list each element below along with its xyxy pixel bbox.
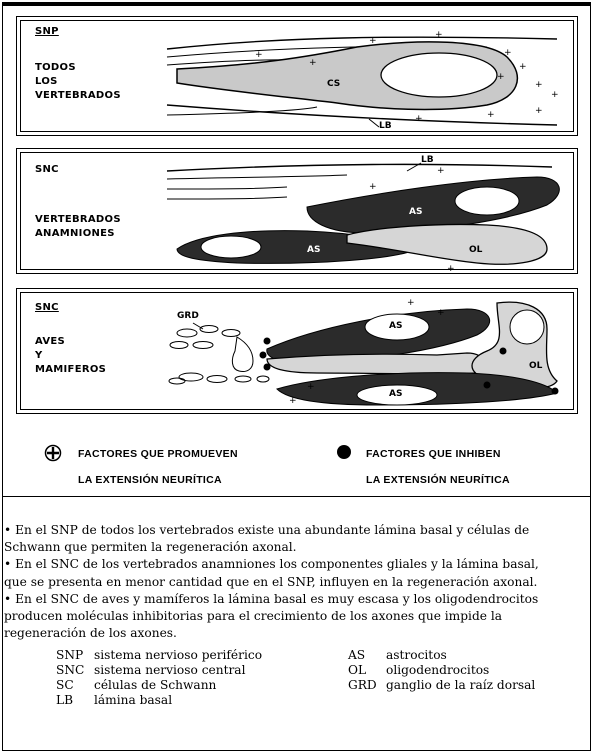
snc-aves-illustration: + + + + xyxy=(17,289,578,414)
text-line: • En el SNP de todos los vertebrados exi… xyxy=(4,522,593,539)
astrocyte-label-2: AS xyxy=(307,245,320,255)
oligodendrocyte-label-2: OL xyxy=(529,361,542,371)
panel-snc-anamniones: +++ SNC VERTEBRADOS ANAMNIONES LB AS AS … xyxy=(16,148,578,274)
svg-text:+: + xyxy=(369,36,377,46)
text-line: que se presenta en menor cantidad que en… xyxy=(4,574,593,591)
snc-anamniones-illustration: + + + xyxy=(17,149,578,274)
svg-text:+: + xyxy=(497,72,505,82)
panel-snc2-group-1: AVES xyxy=(35,335,65,349)
top-border xyxy=(2,2,591,6)
svg-text:+: + xyxy=(289,396,297,406)
snp-illustration: + + + + + + + + + + + + xyxy=(17,17,578,136)
svg-text:+: + xyxy=(435,30,443,40)
panel-snp-region: SNP xyxy=(35,25,59,39)
svg-text:+: + xyxy=(255,50,263,60)
divider xyxy=(2,496,591,497)
svg-text:+: + xyxy=(519,62,527,72)
explanation-text: • En el SNP de todos los vertebrados exi… xyxy=(4,522,593,642)
drg-label: GRD xyxy=(177,311,199,321)
legend-promote-line2: LA EXTENSIÓN NEURÍTICA xyxy=(78,474,222,486)
text-line: Schwann que permiten la regeneración axo… xyxy=(4,539,593,556)
svg-text:+: + xyxy=(535,106,543,116)
text-line: producen moléculas inhibitorias para el … xyxy=(4,608,593,625)
basal-lamina-label: LB xyxy=(379,121,392,131)
panel-snp: + + + + + + + + + + + + SNP TODOS LOS VERTEBRADO… xyxy=(16,16,578,136)
astrocyte-label-4: AS xyxy=(389,389,402,399)
panel-snc-aves: + + + + SNC AVES Y MAMIFEROS GRD AS OL AS xyxy=(16,288,578,414)
svg-text:+: + xyxy=(309,58,317,68)
panel-snc2-group-3: MAMIFEROS xyxy=(35,363,106,377)
svg-text:+: + xyxy=(504,48,512,58)
svg-text:+: + xyxy=(551,90,559,100)
oligodendrocyte-label-1: OL xyxy=(469,245,482,255)
panel-snc1-group-1: VERTEBRADOS xyxy=(35,213,121,227)
svg-text:+: + xyxy=(487,110,495,120)
panel-snp-group-2: LOS xyxy=(35,75,58,89)
panel-snc2-group-2: Y xyxy=(35,349,43,363)
panel-snc2-region: SNC xyxy=(35,301,59,315)
panel-snc1-region: SNC xyxy=(35,163,59,177)
svg-text:+: + xyxy=(369,182,377,192)
svg-text:+: + xyxy=(437,308,445,318)
basal-lamina-label-2: LB xyxy=(421,155,434,165)
astrocyte-label-1: AS xyxy=(409,207,422,217)
text-line: • En el SNC de aves y mamíferos la lámin… xyxy=(4,591,593,608)
legend-inhibit-line1: FACTORES QUE INHIBEN xyxy=(366,448,501,460)
svg-text:+: + xyxy=(447,264,455,274)
panel-snc1-group-2: ANAMNIONES xyxy=(35,227,115,241)
panel-snp-group-3: VERTEBRADOS xyxy=(35,89,121,103)
legend-inhibit-line2: LA EXTENSIÓN NEURÍTICA xyxy=(366,474,510,486)
legend-promote-line1: FACTORES QUE PROMUEVEN xyxy=(78,448,238,460)
svg-text:+: + xyxy=(535,80,543,90)
svg-text:+: + xyxy=(307,382,315,392)
svg-text:+: + xyxy=(407,298,415,308)
svg-text:+: + xyxy=(415,114,423,124)
text-line: regeneración de los axones. xyxy=(4,625,593,642)
inhibit-factor-icon xyxy=(336,444,352,460)
schwann-cell-label: CS xyxy=(327,79,340,89)
text-line: • En el SNC de los vertebrados anamnione… xyxy=(4,556,593,573)
svg-text:+: + xyxy=(437,166,445,176)
astrocyte-label-3: AS xyxy=(389,321,402,331)
panel-snp-group-1: TODOS xyxy=(35,61,76,75)
promote-factor-icon xyxy=(44,444,62,462)
